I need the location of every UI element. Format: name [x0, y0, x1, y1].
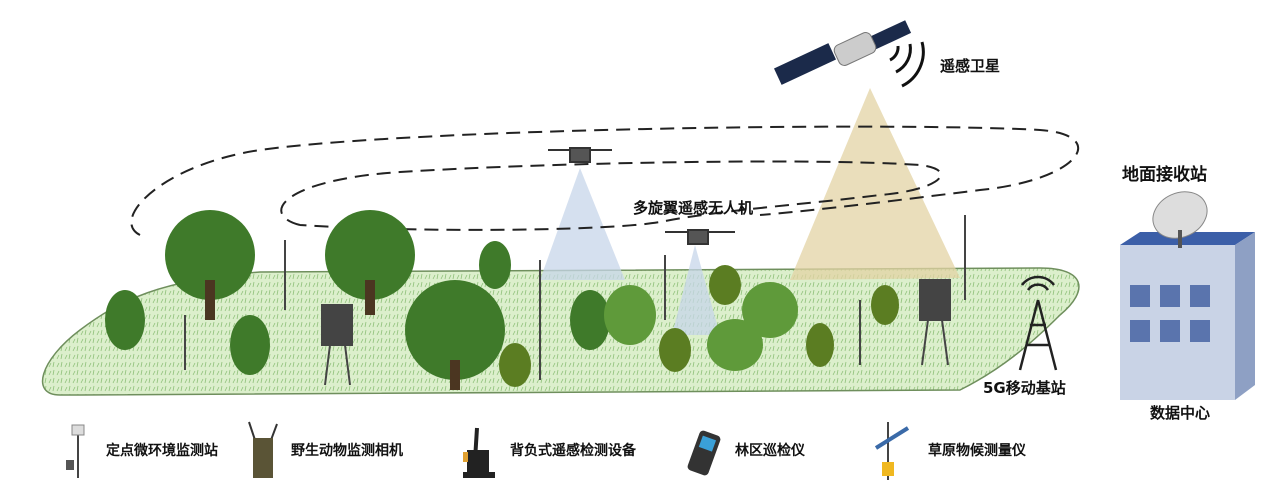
legend-label: 背负式遥感检测设备	[510, 443, 636, 459]
drone-beam	[540, 168, 625, 280]
field-devices	[184, 215, 966, 386]
handheld-patrol-device-icon	[687, 430, 721, 476]
drone-label: 多旋翼遥感无人机	[633, 199, 754, 217]
flight-path-inner	[280, 160, 942, 231]
legend-item: 背负式遥感检测设备	[455, 420, 636, 480]
legend-label: 草原物候测量仪	[928, 443, 1026, 459]
trees	[105, 210, 899, 390]
legend-item: 定点微环境监测站	[60, 420, 218, 480]
legend-item: 林区巡检仪	[685, 420, 805, 480]
legend-item: 野生动物监测相机	[245, 420, 403, 480]
wildlife-camera-icon	[248, 421, 278, 478]
legend-label: 林区巡检仪	[735, 443, 805, 459]
data-center-building-icon	[1120, 191, 1255, 400]
phenology-meter-icon	[874, 422, 910, 480]
backpack-sensor-icon	[463, 427, 495, 478]
drone-icon	[548, 147, 735, 245]
data-center-label: 数据中心	[1150, 404, 1211, 422]
micro-environment-station-icon	[66, 424, 85, 478]
5g-tower-icon	[1018, 275, 1058, 371]
satellite-beam	[790, 88, 960, 280]
legend-label: 野生动物监测相机	[291, 443, 403, 459]
base-station-label: 5G移动基站	[983, 379, 1066, 397]
ground-station-label: 地面接收站	[1122, 165, 1207, 185]
flight-path-outer	[130, 125, 1079, 236]
legend-item: 草原物候测量仪	[868, 420, 1026, 480]
legend-label: 定点微环境监测站	[106, 443, 218, 459]
drone-beam	[672, 245, 720, 335]
satellite-label: 遥感卫星	[940, 57, 1001, 75]
satellite-icon	[774, 20, 925, 88]
